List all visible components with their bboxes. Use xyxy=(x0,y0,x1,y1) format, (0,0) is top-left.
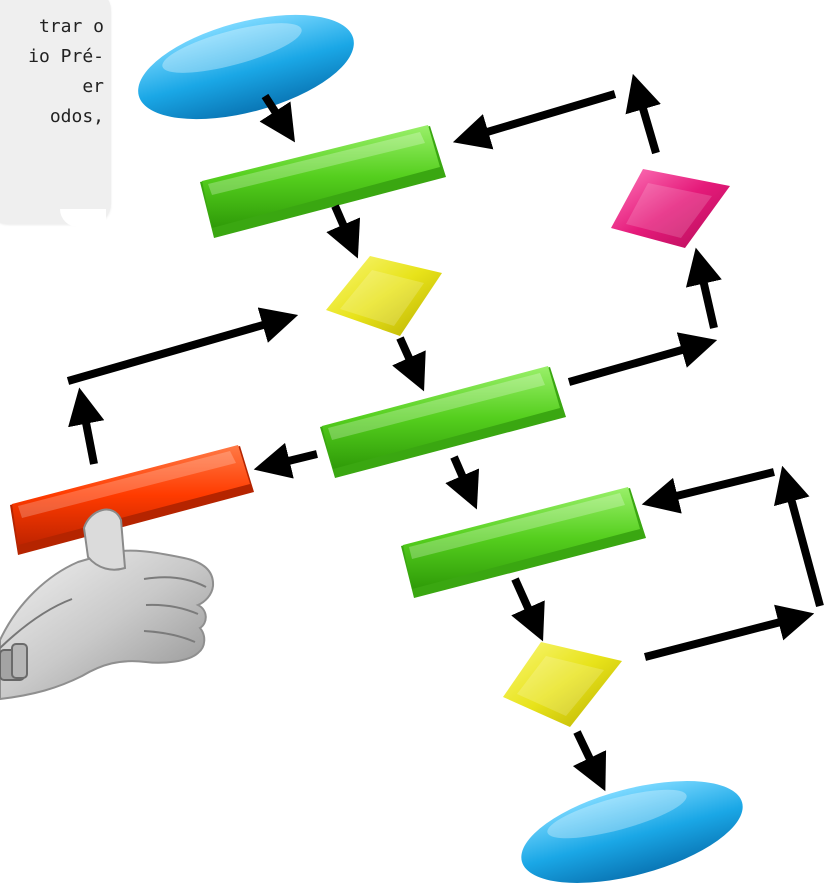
arrow-loop-to-decision-1 xyxy=(66,307,299,385)
robot-hand-icon xyxy=(0,508,215,701)
process-box-3 xyxy=(401,487,646,598)
arrow-process-2-to-right xyxy=(567,332,718,386)
arrow-decision-1-to-process-2 xyxy=(392,336,426,392)
arrow-start-to-process-1 xyxy=(259,93,295,143)
process-box-red xyxy=(10,445,254,555)
speech-bubble-tail xyxy=(60,209,106,227)
decision-box-2 xyxy=(503,642,622,727)
speech-bubble-text: trar o io Pré- er odos, xyxy=(28,16,104,127)
process-box-1 xyxy=(200,125,446,238)
arrow-decision-2-to-right xyxy=(644,604,815,661)
decision-box-1 xyxy=(326,256,442,336)
arrow-process-2-to-process-3 xyxy=(445,455,480,510)
arrow-loop-up-left xyxy=(68,387,105,465)
arrow-right-loop-to-process-3 xyxy=(641,468,775,514)
arrow-to-process-1 xyxy=(452,90,617,150)
start-terminator xyxy=(138,14,354,120)
arrow-right-loop-up xyxy=(773,465,824,608)
process-box-2 xyxy=(320,366,566,478)
arrow-pink-up xyxy=(625,73,661,155)
arrow-up-to-pink xyxy=(685,247,722,329)
arrow-process-2-to-process-red xyxy=(253,442,318,479)
arrow-process-1-to-decision-1 xyxy=(326,204,361,259)
end-terminator xyxy=(521,781,743,883)
arrow-process-3-to-decision-2 xyxy=(511,577,545,642)
arrow-decision-2-to-end xyxy=(572,730,607,792)
speech-bubble: trar o io Pré- er odos, xyxy=(0,0,111,224)
decision-box-pink xyxy=(611,169,730,248)
